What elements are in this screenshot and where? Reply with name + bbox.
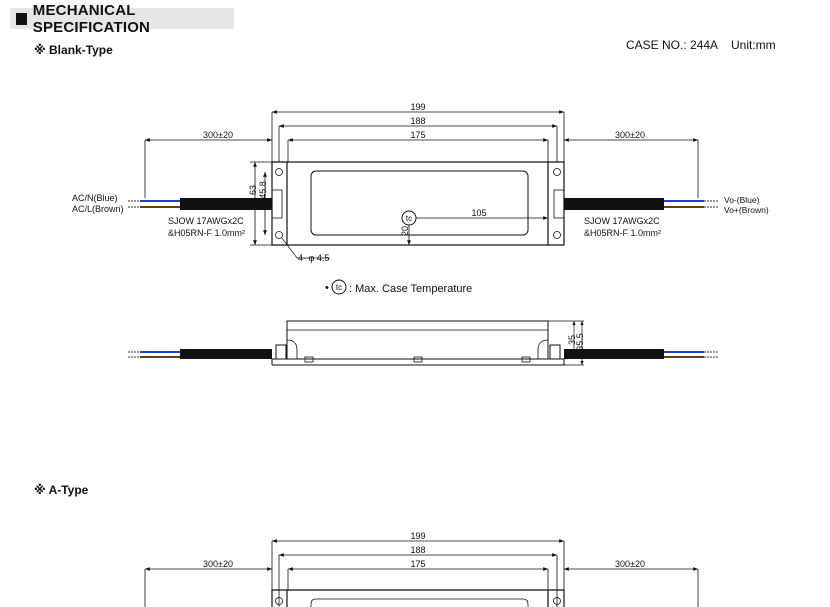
blank-type-side-view xyxy=(271,320,584,366)
a-dim-175: 175 xyxy=(410,559,425,569)
reference-mark-icon: ※ xyxy=(34,43,46,57)
side-input-cable xyxy=(128,349,272,359)
a-type-label: A-Type xyxy=(48,483,89,497)
dim-175: 175 xyxy=(410,130,425,140)
a-type-heading: ※ A-Type xyxy=(34,483,88,497)
cable-spec-left-1: SJOW 17AWGx2C xyxy=(168,216,244,226)
a-dim-cable-right: 300±20 xyxy=(615,559,645,569)
blank-type-heading: ※ Blank-Type xyxy=(34,43,113,57)
section-header: MECHANICAL SPECIFICATION xyxy=(10,2,234,36)
tc-icon xyxy=(331,279,347,295)
a-type-top-view xyxy=(144,539,699,607)
dim-cable-left: 300±20 xyxy=(203,130,233,140)
dim-105: 105 xyxy=(471,208,486,218)
dim-20: 20 xyxy=(400,226,410,236)
tc-legend: • tc : Max. Case Temperature xyxy=(325,279,472,295)
a-dim-cable-left: 300±20 xyxy=(203,559,233,569)
label-vo-minus: Vo-(Blue) xyxy=(724,195,760,205)
dim-35-5: 35.5 xyxy=(575,333,585,351)
tc-legend-symbol: tc xyxy=(336,283,342,292)
dim-holes: 4- φ 4.5 xyxy=(298,253,329,263)
tc-legend-text: : Max. Case Temperature xyxy=(349,283,472,295)
case-number: CASE NO.: 244A xyxy=(626,38,719,52)
side-output-cable xyxy=(564,349,718,359)
dim-45-8: 45.8 xyxy=(258,181,268,199)
dim-35: 35 xyxy=(567,335,577,345)
label-ac-n: AC/N(Blue) xyxy=(72,193,118,203)
dim-63: 63 xyxy=(248,185,258,195)
label-vo-plus: Vo+(Brown) xyxy=(724,205,769,215)
blank-type-label: Blank-Type xyxy=(49,43,113,57)
unit-label: Unit:mm xyxy=(731,38,776,52)
dim-cable-right: 300±20 xyxy=(615,130,645,140)
tc-symbol: tc xyxy=(406,214,412,223)
a-dim-188: 188 xyxy=(410,545,425,555)
header-square-icon xyxy=(16,12,27,25)
tc-bullet: • xyxy=(325,282,329,294)
dim-188: 188 xyxy=(410,116,425,126)
a-dim-199: 199 xyxy=(410,531,425,541)
input-cable xyxy=(128,198,272,210)
cable-spec-right-2: &H05RN-F 1.0mm² xyxy=(584,228,661,238)
dim-199: 199 xyxy=(410,102,425,112)
output-cable xyxy=(564,198,718,210)
label-ac-l: AC/L(Brown) xyxy=(72,204,124,214)
reference-mark-icon: ※ xyxy=(34,483,46,497)
cable-spec-left-2: &H05RN-F 1.0mm² xyxy=(168,228,245,238)
cable-spec-right-1: SJOW 17AWGx2C xyxy=(584,216,660,226)
page-title: MECHANICAL SPECIFICATION xyxy=(32,1,151,36)
